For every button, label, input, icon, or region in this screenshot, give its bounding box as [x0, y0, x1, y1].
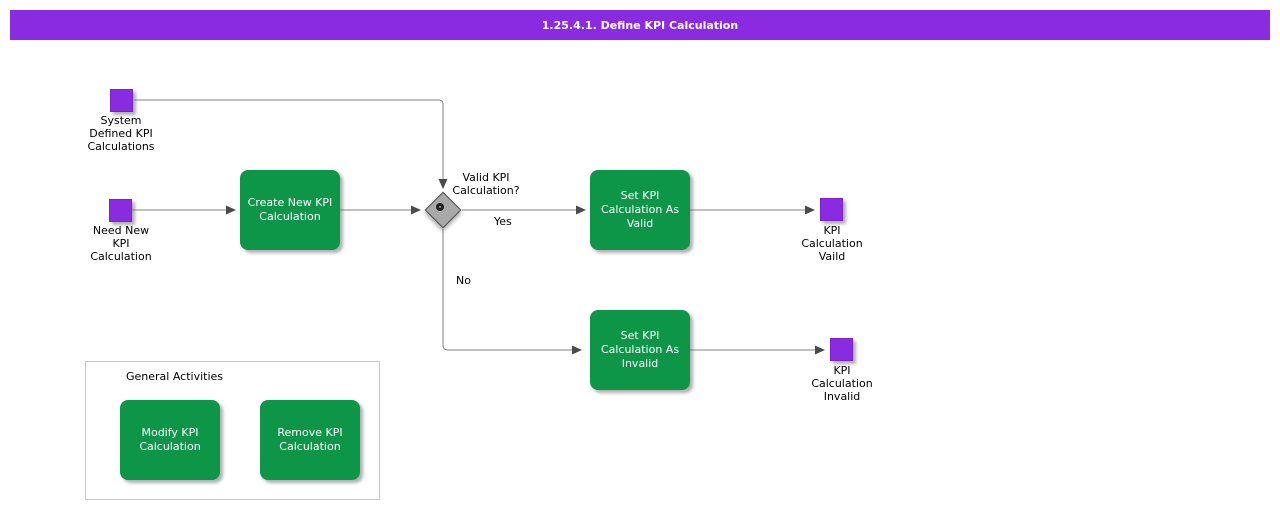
diagram-title-banner: 1.25.4.1. Define KPI Calculation	[10, 10, 1270, 40]
event-label-line: Vaild	[818, 250, 846, 263]
start-event-system-defined-kpi-calculations[interactable]	[110, 89, 133, 112]
event-label-line: Calculation	[811, 377, 873, 390]
gateway-circle-icon	[436, 203, 444, 211]
task-label-line: Calculation As	[600, 203, 680, 216]
task-label: Set KPI Calculation As Valid	[601, 189, 679, 231]
connector-gateway-no-to-setinvalid	[442, 229, 582, 355]
diagram-title: 1.25.4.1. Define KPI Calculation	[541, 18, 739, 32]
end-event-kpi-calculation-invalid[interactable]	[830, 338, 853, 361]
event-label-system-defined: System Defined KPI Calculations	[75, 114, 167, 153]
task-label-line: Calculation As	[600, 343, 680, 356]
task-modify-kpi-calculation[interactable]: Modify KPI Calculation	[120, 400, 220, 480]
gateway-question-line: Valid KPI	[462, 171, 510, 184]
end-event-kpi-calculation-vaild[interactable]	[820, 198, 843, 221]
event-label-need-new: Need New KPI Calculation	[75, 224, 167, 263]
task-label: Create New KPI Calculation	[248, 196, 333, 224]
event-label-line: Invalid	[823, 390, 861, 403]
task-label-line: Remove KPI	[277, 426, 343, 439]
task-label-line: Calculation	[259, 210, 321, 223]
event-label-line: KPI	[823, 224, 841, 237]
gateway-question-line: Calculation?	[452, 184, 520, 197]
task-label-line: Calculation	[139, 440, 201, 453]
start-event-need-new-kpi-calculation[interactable]	[109, 199, 132, 222]
branch-label-yes: Yes	[494, 215, 512, 228]
event-label-line: Calculations	[87, 140, 155, 153]
event-label-line: Need New	[92, 224, 150, 237]
task-label: Remove KPI Calculation	[277, 426, 342, 454]
task-label: Modify KPI Calculation	[139, 426, 200, 454]
branch-label-no: No	[456, 274, 471, 287]
event-label-line: KPI	[112, 237, 130, 250]
task-label-line: Set KPI	[620, 329, 660, 342]
event-label-line: System	[100, 114, 142, 127]
event-label-kpi-calculation-invalid: KPI Calculation Invalid	[794, 364, 890, 403]
event-label-line: Calculation	[90, 250, 152, 263]
event-label-line: KPI	[833, 364, 851, 377]
task-set-kpi-calculation-as-valid[interactable]: Set KPI Calculation As Valid	[590, 170, 690, 250]
gateway-question-label: Valid KPI Calculation?	[445, 171, 527, 197]
task-label-line: Invalid	[621, 357, 659, 370]
gateway-valid-kpi-decision[interactable]	[424, 191, 462, 229]
event-label-line: Calculation	[801, 237, 863, 250]
event-label-kpi-calculation-vaild: KPI Calculation Vaild	[784, 224, 880, 263]
task-label-line: Set KPI	[620, 189, 660, 202]
task-remove-kpi-calculation[interactable]: Remove KPI Calculation	[260, 400, 360, 480]
task-label-line: Valid	[626, 217, 654, 230]
task-label: Set KPI Calculation As Invalid	[601, 329, 679, 371]
task-set-kpi-calculation-as-invalid[interactable]: Set KPI Calculation As Invalid	[590, 310, 690, 390]
event-label-line: Defined KPI	[89, 127, 153, 140]
task-create-new-kpi-calculation[interactable]: Create New KPI Calculation	[240, 170, 340, 250]
task-label-line: Create New KPI	[247, 196, 333, 209]
task-label-line: Modify KPI	[141, 426, 199, 439]
task-label-line: Calculation	[279, 440, 341, 453]
general-activities-title: General Activities	[126, 370, 224, 383]
